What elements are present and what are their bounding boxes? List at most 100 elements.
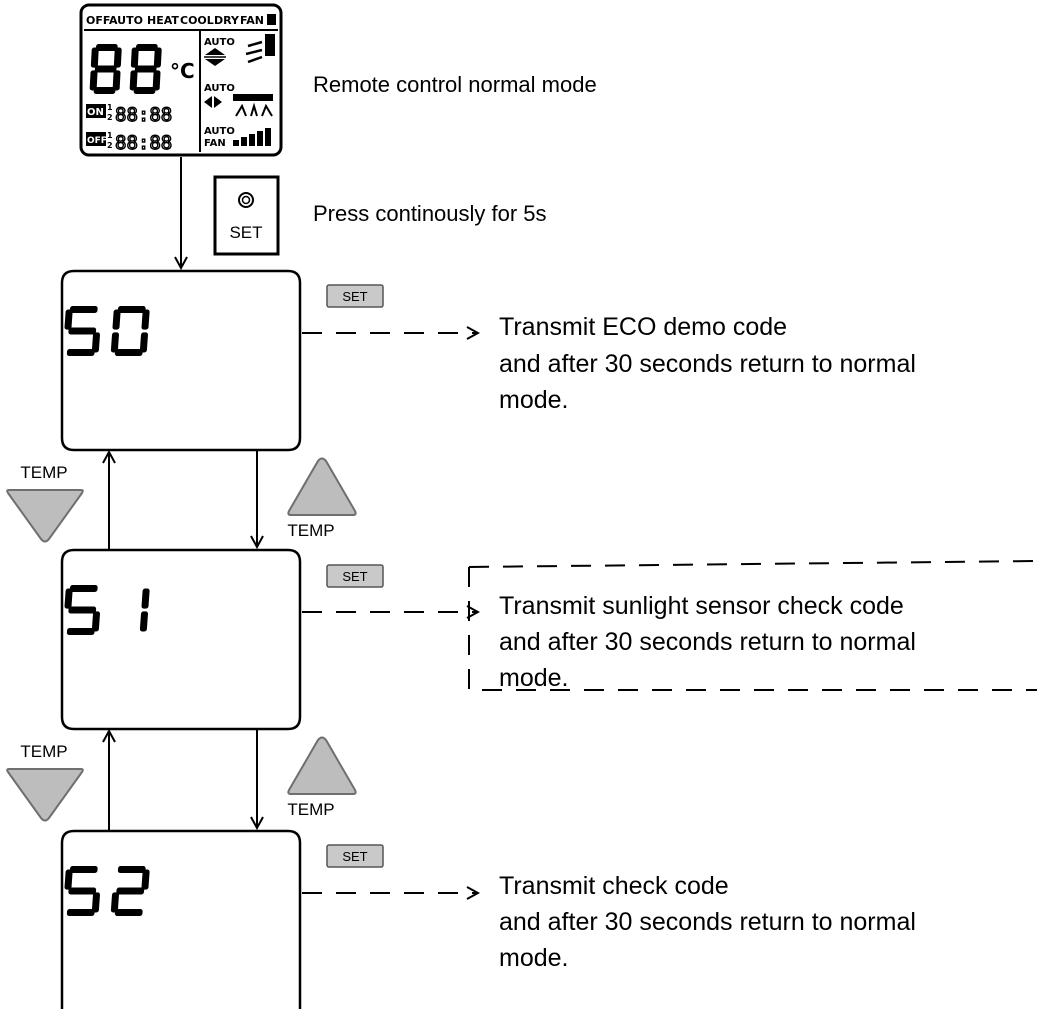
lcd-temp-digit-1-seg-b	[153, 47, 162, 68]
step-code-52-digit-1-seg-b	[141, 869, 150, 890]
step-code-52-digit-0-seg-f	[64, 869, 73, 890]
step-51-dashed-frame	[468, 560, 1038, 691]
step-code-51-digit-0-seg-c	[91, 611, 100, 632]
step-code-51-digit-0	[64, 585, 100, 635]
step-code-51-digit-1-seg-c	[139, 611, 148, 632]
set-button-frame[interactable]	[213, 175, 280, 256]
lcd-temp-digit-1-seg-d	[133, 87, 156, 94]
set-button-icon	[238, 192, 254, 208]
step-50-desc-line2: and after 30 seconds return to normal	[499, 350, 916, 378]
step-52-set-key[interactable]	[326, 844, 384, 868]
normal-mode-caption: Remote control normal mode	[313, 72, 597, 97]
vertical-louver-icon	[245, 34, 275, 64]
vertical-swing-icon	[204, 48, 226, 66]
temp-down-label-1: TEMP	[20, 463, 67, 482]
step-code-50-digit-1	[110, 306, 150, 356]
step-code-51-digit-0-seg-d	[66, 628, 95, 635]
lcd-temp-digit-0-seg-d	[93, 87, 116, 94]
step-code-52-digit-1-seg-d	[114, 909, 143, 916]
temp-up-triangle-1[interactable]	[287, 457, 357, 516]
lcd-mode-block	[267, 14, 276, 25]
step-52-set-label: SET	[342, 849, 367, 864]
step-52-desc-line1: Transmit check code	[499, 872, 729, 900]
step-51-desc-line2: and after 30 seconds return to normal	[499, 628, 916, 656]
lcd-temp-digit-0-seg-b	[113, 47, 122, 68]
lcd-mode-fan: FAN	[240, 14, 264, 27]
step-code-52	[64, 866, 150, 916]
step-50-set-key[interactable]	[326, 284, 384, 308]
step-box-51-frame	[60, 548, 302, 731]
step-box-50-frame	[60, 269, 302, 452]
lcd-mode-dry: DRY	[214, 14, 240, 27]
step-code-51	[64, 585, 150, 635]
step-box-52: SET Transmit check code and after 30 sec…	[60, 829, 916, 1009]
step-code-50-digit-1-seg-e	[110, 332, 119, 353]
step-code-50-digit-0	[64, 306, 100, 356]
temp-up-triangle-2[interactable]	[287, 736, 357, 795]
lcd-mode-auto: AUTO	[109, 14, 143, 27]
temp-down-triangle-2[interactable]	[6, 768, 84, 822]
step-code-52-digit-0-seg-c	[91, 892, 100, 913]
step-code-52-digit-1-seg-a	[117, 866, 146, 873]
step-code-51-digit-1-seg-b	[141, 588, 150, 609]
remote-lcd: OFF AUTO HEAT COOL DRY FAN °C ON 1 2 88:…	[79, 3, 283, 157]
lcd-off-time: 88:88	[115, 132, 172, 154]
lcd-on-label: ON	[87, 107, 104, 118]
step-code-50-digit-0-seg-a	[69, 306, 98, 313]
step-code-50-digit-1-seg-b	[141, 309, 150, 330]
lcd-temp-digit-1-seg-g	[134, 65, 157, 73]
step-code-51-digit-0-seg-g	[68, 606, 97, 614]
lcd-temp-digit-1-seg-c	[152, 70, 161, 91]
step-51-desc-line3: mode.	[499, 664, 568, 692]
lcd-mode-heat: HEAT	[147, 14, 179, 27]
lcd-temp-digit-0-seg-a	[95, 44, 118, 51]
step-52-desc-line3: mode.	[499, 944, 568, 972]
horizontal-swing-icon	[204, 96, 222, 108]
lcd-on-slot2: 2	[107, 113, 113, 122]
lcd-temp-unit: °C	[170, 59, 195, 83]
lcd-mode-cool: COOL	[180, 14, 214, 27]
temp-up-label-1: TEMP	[287, 521, 334, 540]
lcd-temp-digit-1	[129, 44, 162, 94]
step-code-50-digit-1-seg-a	[117, 306, 146, 313]
step-box-50: SET Transmit ECO demo code and after 30 …	[60, 269, 916, 452]
step-code-50-digit-0-seg-d	[66, 349, 95, 356]
lcd-temp-digit-1-seg-a	[135, 44, 158, 51]
step-code-50	[64, 306, 150, 356]
horizontal-louver-icon	[233, 94, 273, 117]
temp-down-triangle-1[interactable]	[6, 489, 84, 543]
lcd-on-time: 88:88	[115, 104, 172, 126]
lcd-temp-digit-0-seg-g	[94, 65, 117, 73]
lcd-on-slot1: 1	[107, 103, 113, 112]
lcd-temp-digit-0	[89, 44, 122, 94]
lcd-horiz-auto: AUTO	[204, 83, 235, 94]
step-code-52-digit-0-seg-d	[66, 909, 95, 916]
step-code-52-digit-1	[110, 866, 150, 916]
lcd-temp-digit-0-seg-f	[90, 47, 99, 68]
step-box-51: SET Transmit sunlight sensor check code …	[60, 548, 1038, 731]
lcd-on-badge	[86, 104, 106, 118]
step-code-52-digit-0-seg-g	[68, 887, 97, 895]
step-51-set-key[interactable]	[326, 564, 384, 588]
lcd-vert-auto: AUTO	[204, 37, 235, 48]
step-box-52-frame	[60, 829, 302, 1009]
step-code-51-digit-1	[139, 588, 150, 632]
step-code-50-digit-1-seg-d	[114, 349, 143, 356]
lcd-temp-digit-1-seg-e	[129, 70, 138, 91]
step-code-52-digit-0	[64, 866, 100, 916]
step-code-50-digit-1-seg-c	[139, 332, 148, 353]
temp-up-label-2: TEMP	[287, 800, 334, 819]
lcd-off-label: OFF	[87, 136, 107, 146]
lcd-fan-auto: AUTO	[204, 126, 235, 137]
step-code-52-digit-1-seg-e	[110, 892, 119, 913]
temp-down-label-2: TEMP	[20, 742, 67, 761]
fan-speed-bars-icon	[233, 128, 271, 146]
lcd-frame	[79, 3, 283, 157]
step-code-51-digit-0-seg-f	[64, 588, 73, 609]
lcd-temp-digit-0-seg-c	[112, 70, 121, 91]
step-50-set-label: SET	[342, 289, 367, 304]
step-50-desc-line3: mode.	[499, 386, 568, 414]
set-button[interactable]: SET	[213, 175, 280, 256]
step-code-50-digit-0-seg-g	[68, 327, 97, 335]
